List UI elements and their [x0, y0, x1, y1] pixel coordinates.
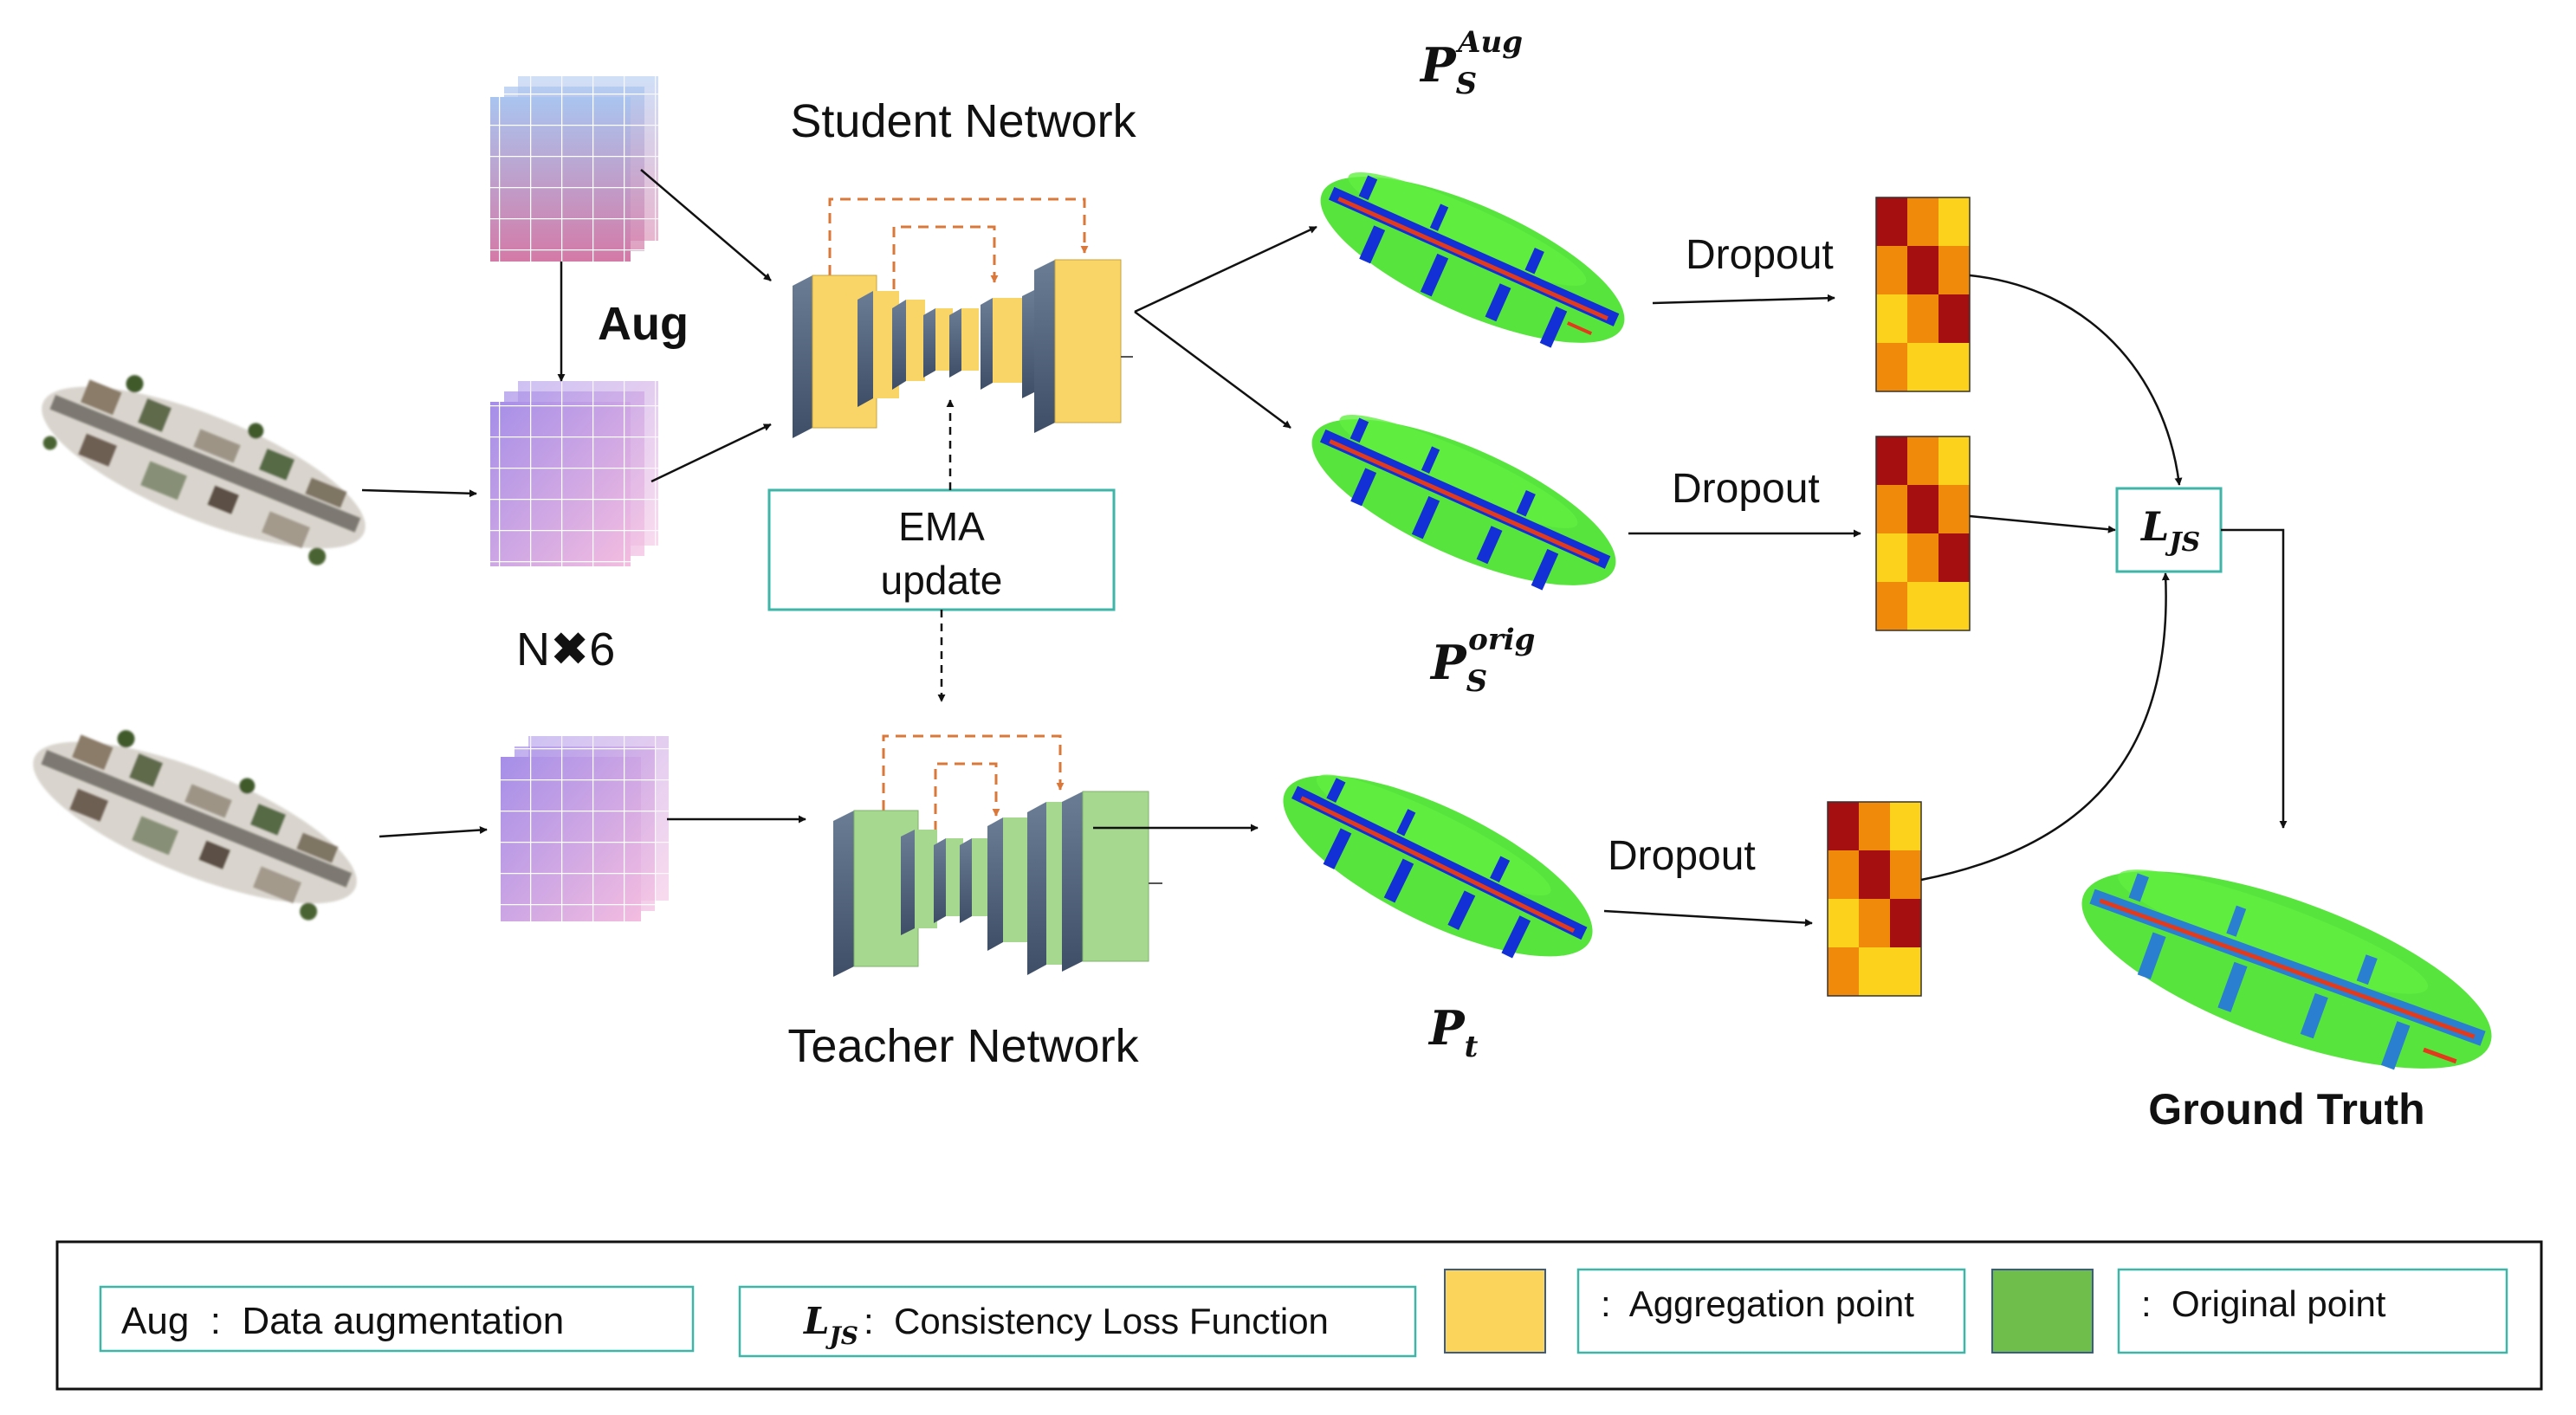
dropout-label-middle: Dropout — [1672, 466, 1820, 512]
legend-aggregation-box — [1576, 1268, 1966, 1354]
student-to-ps-orig-arrow — [1134, 310, 1291, 430]
ground-truth-title: Ground Truth — [2148, 1085, 2424, 1134]
grid-stack-augmented — [490, 76, 658, 262]
heatmap-ps-orig — [1875, 436, 1971, 631]
legend-aug-box — [99, 1285, 695, 1353]
ema-label-line1: EMA — [898, 504, 985, 549]
dropout-label-top: Dropout — [1686, 232, 1834, 278]
student-to-ps-aug-arrow — [1134, 225, 1317, 313]
n-times-6-label: N✖6 — [516, 624, 615, 675]
input-point-cloud-bottom — [33, 730, 357, 921]
legend-original-box — [2117, 1268, 2508, 1354]
heatmap-pt — [1827, 801, 1922, 997]
aug-label: Aug — [598, 298, 689, 350]
legend-original-swatch — [1991, 1269, 2094, 1354]
legend-ljs-box — [738, 1285, 1417, 1358]
ps-aug-label: PSAug — [1419, 25, 1523, 101]
prediction-pt-cloud — [1283, 774, 1593, 959]
loss-ljs-label: LJS — [2139, 503, 2200, 558]
teacher-network-unet — [833, 734, 1162, 977]
ema-update-box — [767, 488, 1116, 611]
heatmap-pt-to-loss-arrow — [1920, 572, 2170, 882]
input-point-cloud-top — [42, 375, 366, 565]
ps-aug-dropout-arrow — [1652, 294, 1835, 305]
ps-orig-label: PSorig — [1429, 623, 1535, 699]
student-network-unet — [793, 197, 1133, 438]
teacher-network-title: Teacher Network — [787, 1020, 1139, 1072]
legend-aggregation-text: : Aggregation point — [1601, 1283, 1914, 1324]
cloud-to-teacher-stack-arrow — [379, 826, 488, 838]
legend-original-text: : Original point — [2141, 1283, 2386, 1324]
pt-dropout-arrow — [1603, 909, 1813, 927]
prediction-ps-orig-cloud — [1311, 414, 1616, 591]
heatmap-orig-to-loss-arrow — [1969, 514, 2116, 533]
student-stack-to-student-arrow — [650, 423, 772, 483]
grid-stack-student-input — [490, 381, 658, 566]
pt-label: Pt — [1427, 1000, 1479, 1064]
loss-to-ground-truth-arrow — [2221, 528, 2288, 829]
heatmap-aug-to-loss-arrow — [1969, 274, 2183, 486]
aug-stack-to-student-arrow — [640, 169, 772, 281]
ema-label-line2: update — [881, 558, 1003, 603]
dropout-label-bottom: Dropout — [1608, 833, 1756, 879]
prediction-ps-aug-cloud — [1320, 171, 1625, 348]
ground-truth-cloud — [2081, 869, 2492, 1070]
grid-stack-teacher-input — [501, 736, 669, 921]
cloud-to-student-stack-arrow — [361, 488, 477, 498]
legend-ljs-label: LJS: Consistency Loss Function — [803, 1300, 1329, 1350]
student-network-title: Student Network — [790, 95, 1136, 147]
loss-ljs-box — [2115, 487, 2223, 573]
heatmap-ps-aug — [1875, 197, 1971, 392]
legend-aug-text: Aug : Data augmentation — [121, 1300, 564, 1342]
legend-aggregation-swatch — [1444, 1269, 1546, 1354]
